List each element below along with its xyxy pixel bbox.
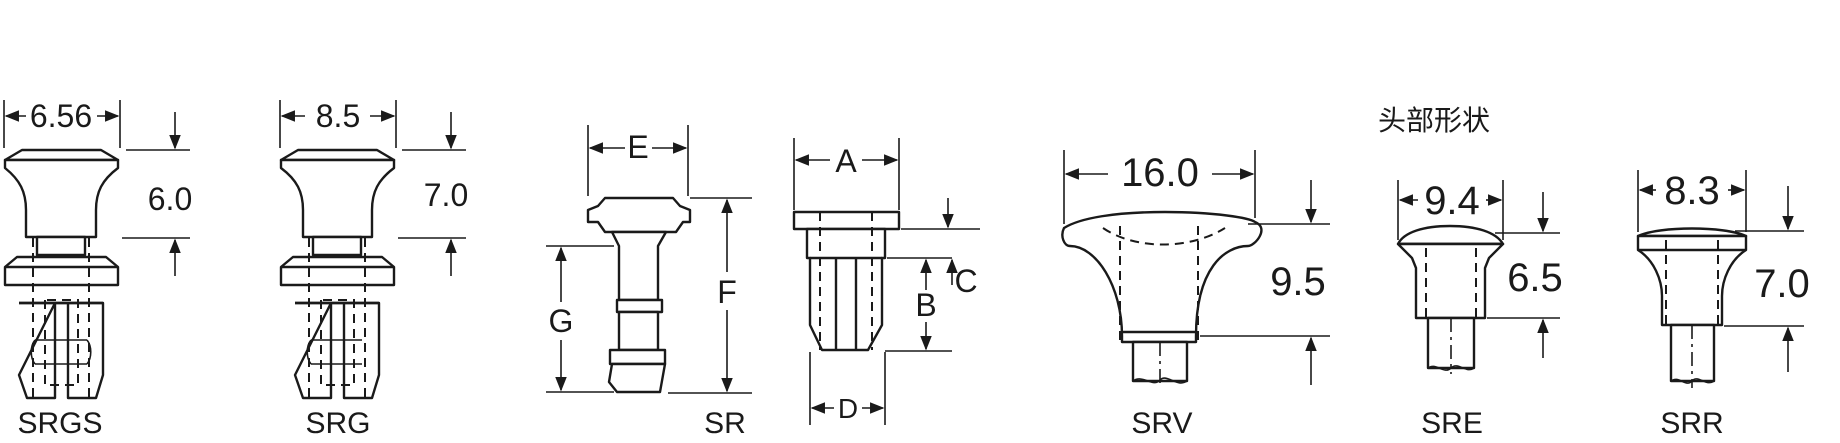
part-srr: 8.3 7.0 SRR <box>1636 169 1810 440</box>
srgs-width-dim: 6.56 <box>30 98 92 134</box>
srgs-drawing <box>3 148 120 400</box>
srg-height-dim: 7.0 <box>424 177 468 213</box>
srg-drawing <box>279 148 396 400</box>
srv-width-dim: 16.0 <box>1121 151 1199 195</box>
srgs-code-label: SRGS <box>17 407 102 438</box>
head-shape-header: 头部形状 <box>1378 105 1490 136</box>
srgs-height-dim: 6.0 <box>148 181 192 217</box>
sr-dim-g: G <box>549 303 574 339</box>
srr-code-label: SRR <box>1660 407 1723 438</box>
sr-dim-c: C <box>954 263 977 299</box>
sre-code-label: SRE <box>1421 407 1483 438</box>
part-srgs: 6.56 6.0 SRGS <box>3 98 192 440</box>
srv-drawing <box>1061 210 1263 388</box>
part-srg: 8.5 7.0 SRG <box>279 98 468 440</box>
sre-width-dim: 9.4 <box>1424 179 1480 223</box>
sr-dim-a: A <box>835 143 857 179</box>
srg-width-dim: 8.5 <box>316 98 360 134</box>
part-srv: 16.0 9.5 SRV <box>1061 150 1330 440</box>
sr-dim-b: B <box>915 287 936 323</box>
srr-width-dim: 8.3 <box>1664 169 1720 213</box>
sr-grommet-drawing <box>792 210 901 352</box>
srg-code-label: SRG <box>305 407 370 438</box>
srv-height-dim: 9.5 <box>1270 260 1326 304</box>
sre-drawing <box>1396 224 1505 374</box>
sr-code-label: SR <box>704 407 746 438</box>
sre-height-dim: 6.5 <box>1507 256 1563 300</box>
part-sr: E F G A B C D SR <box>546 125 980 440</box>
srr-drawing <box>1636 227 1748 388</box>
sr-dim-d: D <box>838 393 858 424</box>
sr-pin-drawing <box>586 196 692 394</box>
part-sre: 9.4 6.5 SRE <box>1396 179 1563 440</box>
sr-dim-f: F <box>717 274 737 310</box>
sr-dim-e: E <box>627 129 648 165</box>
srv-code-label: SRV <box>1131 407 1192 438</box>
srr-height-dim: 7.0 <box>1754 262 1810 306</box>
